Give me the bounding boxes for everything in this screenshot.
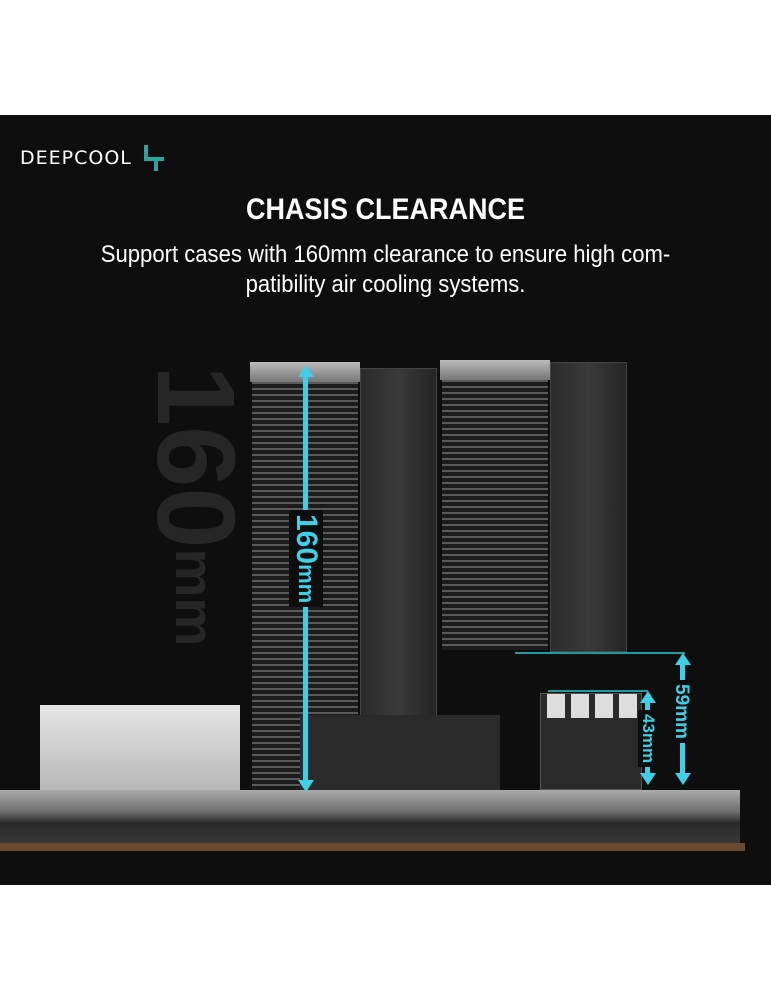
- logo-wordmark: DEEPCOOL: [20, 147, 132, 169]
- measure-label-160mm: 160mm: [289, 510, 323, 608]
- motherboard: [0, 790, 740, 845]
- brand-logo: DEEPCOOL: [20, 143, 166, 173]
- fan-rear: [550, 362, 627, 652]
- heatsink-cap: [440, 360, 550, 380]
- description-line: Support cases with 160mm clearance to en…: [100, 241, 671, 268]
- fan-front: [360, 368, 437, 772]
- measure-label-59mm: 59mm: [670, 680, 692, 743]
- logo-mark-icon: [140, 143, 166, 173]
- product-image: DEEPCOOL CHASIS CLEARANCE Support cases …: [0, 115, 771, 885]
- heatsink-right: [442, 380, 548, 650]
- measure-label-43mm: 43mm: [638, 710, 658, 768]
- description: Support cases with 160mm clearance to en…: [31, 240, 740, 300]
- cpu-mount: [300, 715, 500, 790]
- description-line: patibility air cooling systems.: [245, 271, 526, 298]
- vrm-heatsink: [540, 693, 642, 790]
- watermark-160mm: 160mm: [134, 365, 257, 647]
- motherboard-pcb: [0, 843, 745, 851]
- headline: CHASIS CLEARANCE: [245, 193, 526, 226]
